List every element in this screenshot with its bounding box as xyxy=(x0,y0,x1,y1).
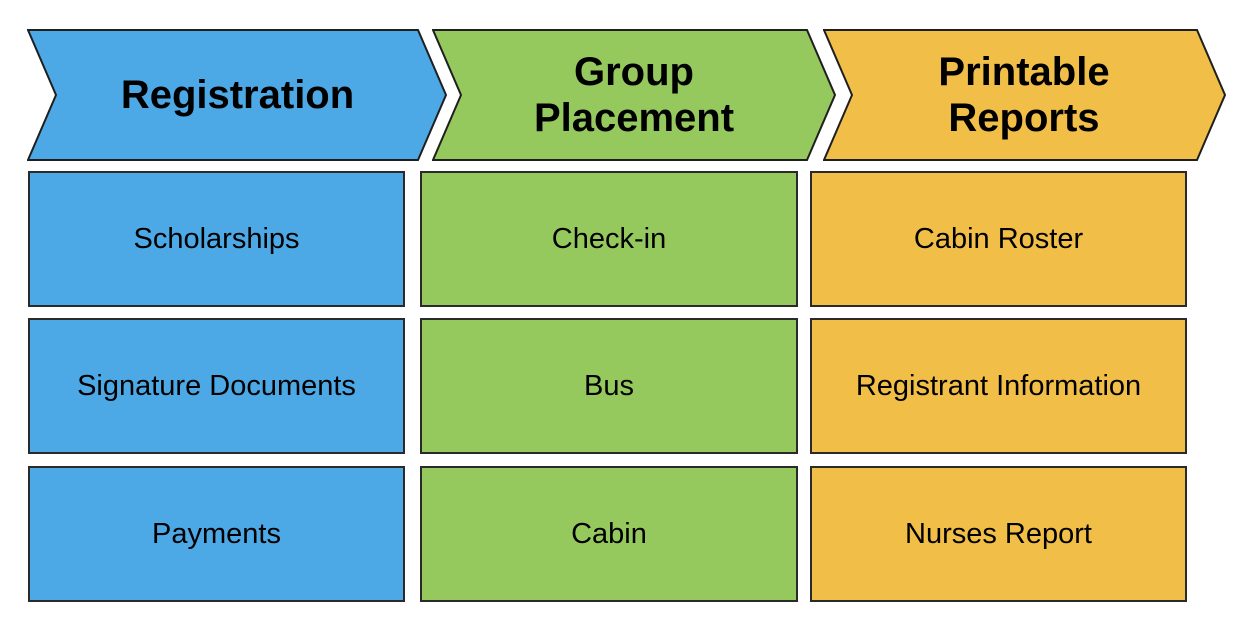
box-cabin: Cabin xyxy=(420,466,798,602)
printable-reports-chevron-path xyxy=(823,29,1226,161)
box-payments: Payments xyxy=(28,466,405,602)
box-bus: Bus xyxy=(420,318,798,454)
box-registrant-information: Registrant Information xyxy=(810,318,1187,454)
box-check-in: Check-in xyxy=(420,171,798,307)
printable-reports-chevron-shape xyxy=(823,29,1226,161)
group-placement-chevron-path xyxy=(432,29,836,161)
box-cabin-roster: Cabin Roster xyxy=(810,171,1187,307)
box-scholarships: Scholarships xyxy=(28,171,405,307)
box-signature-documents: Signature Documents xyxy=(28,318,405,454)
registration-chevron-path xyxy=(27,29,448,161)
group-placement-chevron-shape xyxy=(432,29,836,161)
registration-chevron-shape xyxy=(27,29,448,161)
box-nurses-report: Nurses Report xyxy=(810,466,1187,602)
